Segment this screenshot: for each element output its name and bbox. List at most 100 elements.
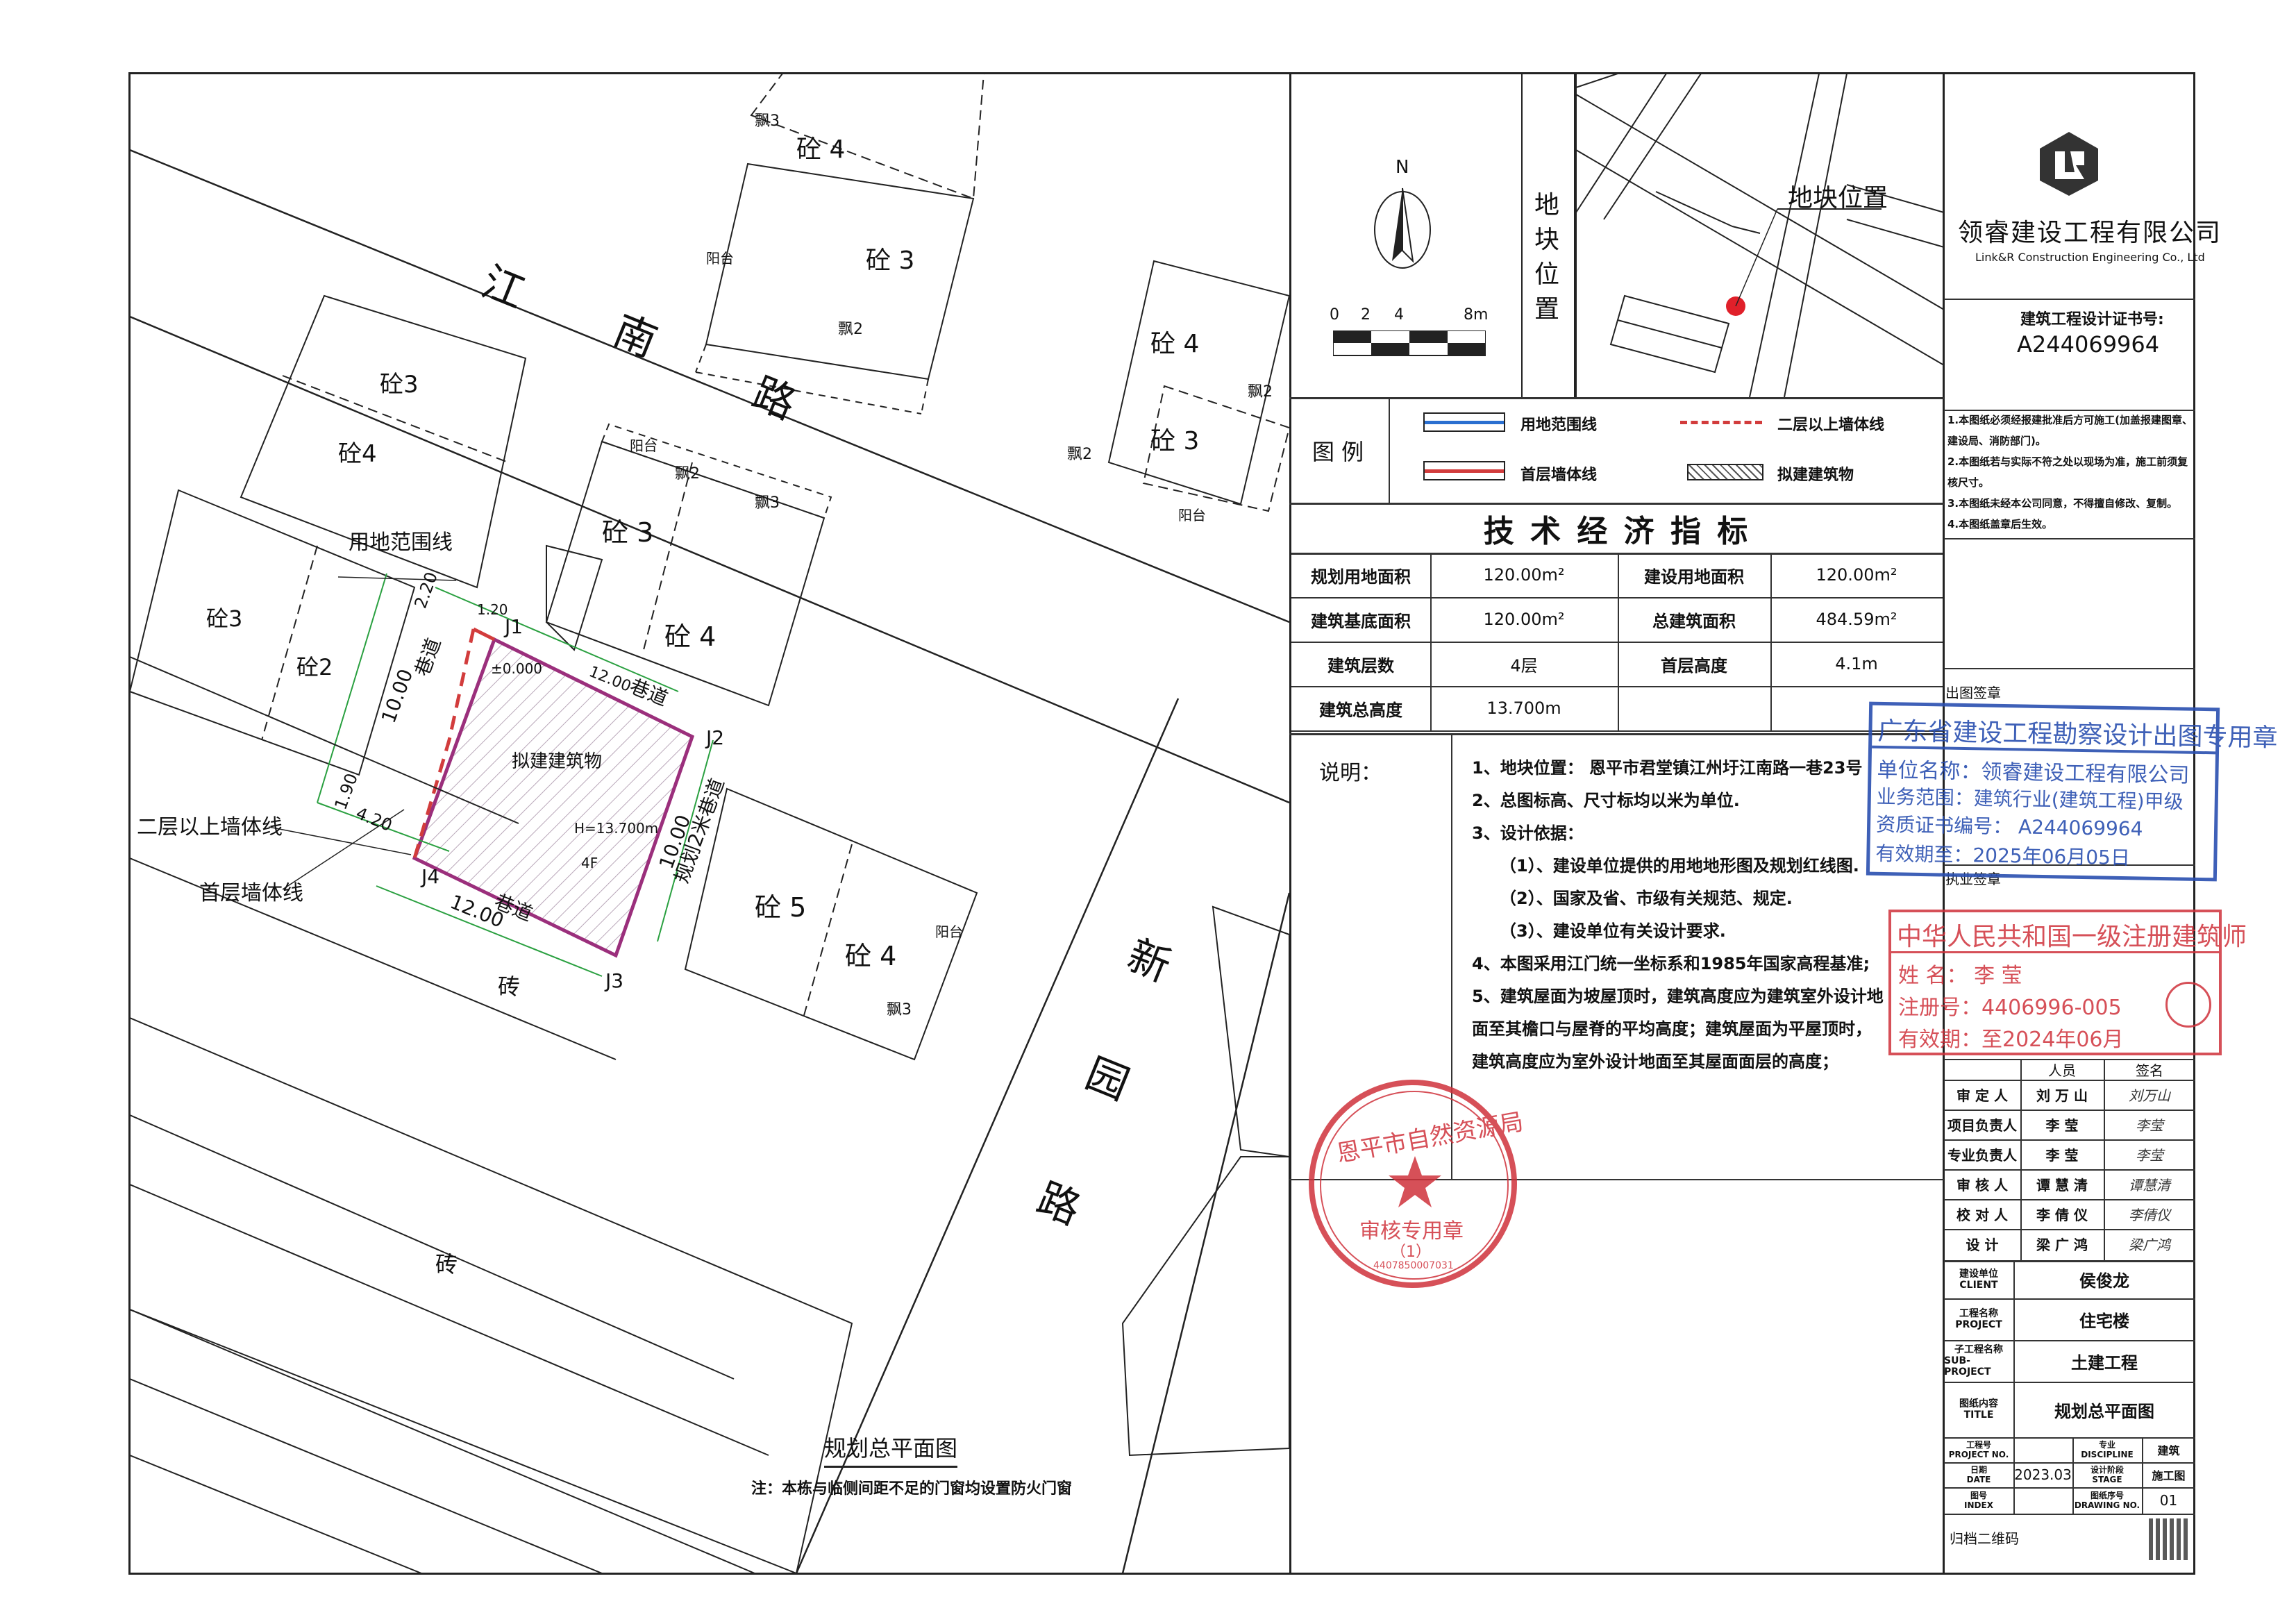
point-j4: J4: [421, 865, 440, 888]
description-line: 4、本图采用江门统一坐标系和1985年国家高程基准;: [1472, 954, 1870, 973]
tech-rule: [1291, 597, 1943, 598]
legend-item-site-line: 用地范围线: [1520, 417, 1598, 434]
building-label: 砼 4: [845, 941, 897, 971]
tech-label: [1618, 686, 1770, 730]
panel-divider: [1289, 72, 1291, 1575]
tech-value: 120.00m²: [1483, 565, 1565, 585]
proposed-building-label: 拟建建筑物: [512, 751, 603, 772]
sign-name: 李 倩 仪: [2036, 1207, 2088, 1223]
archive-qr-icon: [2149, 1518, 2190, 1560]
point-j2: J2: [706, 726, 725, 749]
description-line: （3）、建设单位有关设计要求.: [1500, 921, 1726, 941]
company-notes: 1.本图纸必须经报建批准后方可施工(加盖报建图章、建设局、消防部门)。 2.本图…: [1947, 410, 2194, 538]
legend-title: 图 例: [1312, 439, 1364, 465]
description-label: 说明：: [1319, 761, 1382, 785]
height-label: H=13.700m: [574, 820, 659, 837]
blue-stamp: 广东省建设工程勘察设计出图专用章 单位名称：领睿建设工程有限公司 业务范围：建筑…: [1866, 701, 2278, 882]
projno-label-en: PROJECT NO.: [1948, 1450, 2009, 1459]
client-label-cn: 建设单位: [1959, 1268, 1998, 1280]
description-line: 1、地块位置： 恩平市君堂镇江州圩江南路一巷23号: [1472, 758, 1863, 778]
balcony-label: 阳台: [1178, 507, 1206, 524]
exec-stamp-label: 执业签章: [1945, 871, 2001, 887]
tech-label: 建筑层数: [1327, 655, 1394, 676]
building-label: 砼 4: [796, 135, 846, 164]
tech-value: 13.700m: [1486, 698, 1561, 718]
sign-header-sign: 签名: [2136, 1062, 2163, 1079]
tech-label: 建筑总高度: [1319, 700, 1402, 720]
sign-header-person: 人员: [2048, 1062, 2076, 1079]
title-value: 规划总平面图: [2054, 1401, 2154, 1421]
description-line: （1）、建设单位提供的用地地形图及规划红线图.: [1500, 856, 1859, 876]
desc-top-rule: [1289, 733, 1944, 735]
legend-col-rule: [1389, 399, 1390, 503]
title-label-cn: 图纸内容: [1959, 1398, 1998, 1409]
legend-item-ground-line: 首层墙体线: [1520, 467, 1598, 484]
round-stamp-number: （1）: [1391, 1244, 1431, 1261]
date-value: 2023.03: [2014, 1466, 2072, 1483]
out-rule: [1944, 538, 2195, 539]
tech-value: 484.59m²: [1816, 610, 1897, 629]
sign-role: 校 对 人: [1956, 1207, 2008, 1223]
red-stamp-seal-icon: [2165, 982, 2211, 1028]
bay-label: 飘3: [755, 494, 780, 512]
sign-name: 李 莹: [2045, 1117, 2079, 1134]
legend-top-rule: [1289, 397, 1944, 399]
tech-rule: [1291, 642, 1943, 643]
cert-block: 建筑工程设计证书号: A244069964: [1944, 300, 2195, 404]
upper-wall-label: 二层以上墙体线: [137, 815, 283, 839]
tech-label: 首层高度: [1661, 655, 1727, 676]
description-line: 建筑高度应为室外设计地面至其屋面面层的高度；: [1472, 1052, 1838, 1071]
red-stamp-rule: [1891, 951, 2219, 953]
tech-value: 4层: [1510, 655, 1538, 676]
sign-rule: [1944, 1059, 2195, 1060]
stage-label-cn: 设计阶段: [2090, 1465, 2124, 1475]
tech-value: 120.00m²: [1483, 610, 1565, 629]
subproject-label-en: SUB-PROJECT: [1944, 1355, 1991, 1378]
sign-rule: [1944, 1080, 2195, 1081]
round-stamp-inner-ring: [1320, 1091, 1509, 1280]
tech-col-rule: [1430, 553, 1432, 730]
tb-rule: [1944, 1298, 2195, 1300]
bay-label: 飘2: [1067, 446, 1092, 463]
scale-tick: 2: [1361, 306, 1371, 324]
building-label: 砼2: [296, 654, 333, 680]
index-label-en: INDEX: [1964, 1500, 1993, 1510]
out-rule-2: [1944, 668, 2195, 669]
sign-name: 梁 广 鸿: [2036, 1237, 2088, 1253]
round-stamp-bottom-text: 审核专用章: [1359, 1219, 1464, 1244]
company-note: 1.本图纸必须经报建批准后方可施工(加盖报建图章、建设局、消防部门)。: [1947, 414, 2193, 447]
company-note: 4.本图纸盖章后生效。: [1947, 518, 2053, 530]
site-plan-map: 江 南 路 新 园 路 砼 4 砼 3 砼3 砼4 砼 3 砼 4 砼3 砼2 …: [130, 74, 1289, 1573]
location-vertical-char: 块: [1534, 226, 1560, 254]
cert-label: 建筑工程设计证书号:: [2020, 311, 2164, 328]
site-boundary-label: 用地范围线: [349, 530, 453, 555]
plan-note: 注：本栋与临侧间距不足的门窗均设置防火门窗: [751, 1480, 1073, 1498]
signature: 李倩仪: [2129, 1207, 2170, 1223]
floors-label: 4F: [581, 855, 598, 871]
description-line: （2）、国家及省、市级有关规范、规定.: [1500, 889, 1793, 908]
legend-swatch-ground-line: [1423, 461, 1505, 480]
sign-role: 审 定 人: [1956, 1087, 2008, 1104]
drawno-label-cn: 图纸序号: [2090, 1491, 2124, 1500]
tech-col-rule: [1618, 553, 1619, 730]
sign-rule: [1944, 1199, 2195, 1200]
sign-col-rule: [2020, 1059, 2022, 1260]
brick-label: 砖: [498, 973, 521, 1000]
legend-swatch-site-line: [1423, 412, 1505, 432]
signature: 谭慧清: [2129, 1177, 2170, 1194]
project-label-en: PROJECT: [1955, 1319, 2002, 1330]
project-label-cn: 工程名称: [1959, 1308, 1998, 1319]
client-label-en: CLIENT: [1959, 1279, 1998, 1291]
scale-bar: [1333, 330, 1486, 356]
exec-rule: [1944, 864, 2195, 866]
company-block: 领睿建设工程有限公司 Link&R Construction Engineeri…: [1944, 74, 2220, 296]
elevation-label: ±0.000: [491, 660, 543, 677]
tech-rule: [1291, 730, 1943, 732]
sign-role: 审 核 人: [1956, 1177, 2008, 1194]
location-vertical-char: 置: [1534, 295, 1560, 324]
desc-bottom-rule: [1289, 1179, 1944, 1180]
